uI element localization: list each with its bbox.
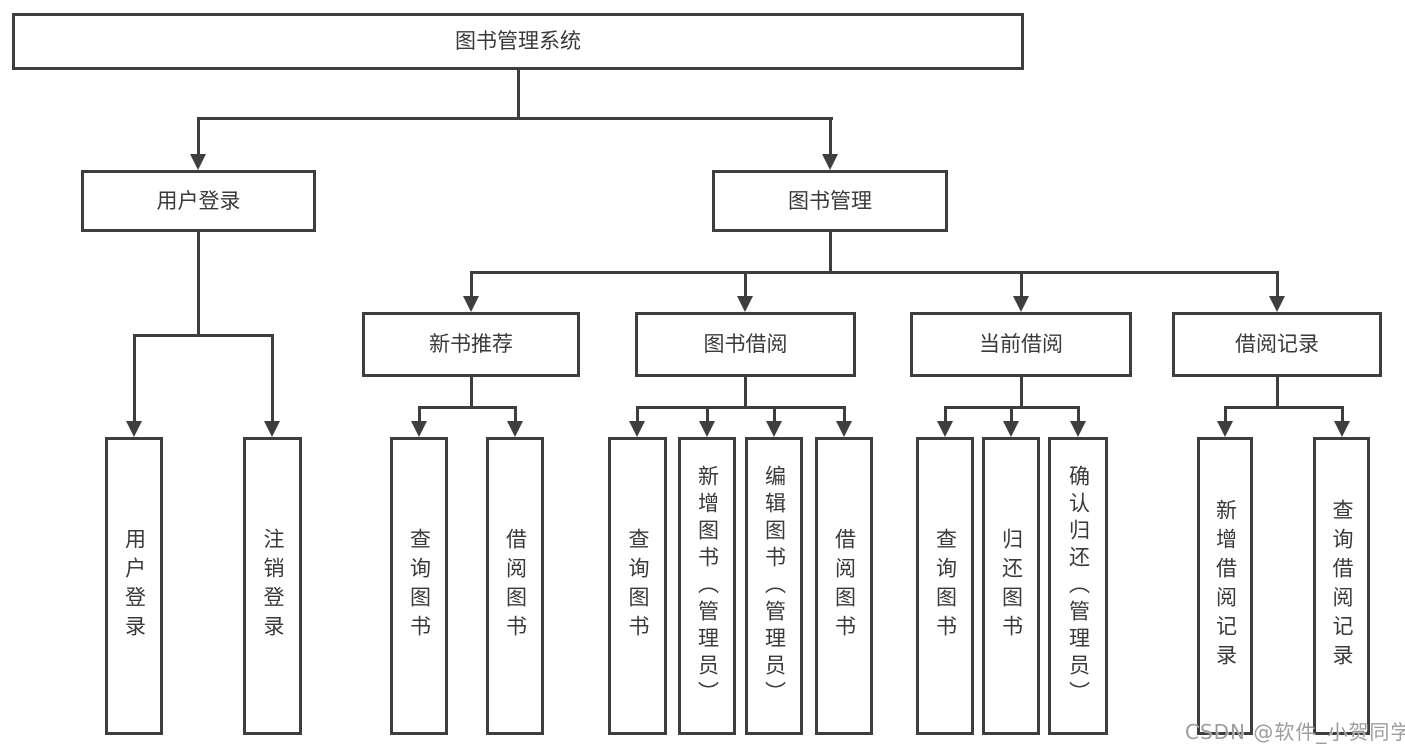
connector-line bbox=[470, 377, 473, 409]
connector-line bbox=[418, 406, 516, 409]
node-book-mgmt: 图书管理 bbox=[712, 170, 948, 232]
connector-line bbox=[706, 406, 709, 423]
connector-line bbox=[197, 117, 833, 120]
arrowhead-down-icon bbox=[411, 421, 427, 437]
leaf-logout: 注销登录 bbox=[243, 437, 302, 735]
arrowhead-down-icon bbox=[1334, 421, 1350, 437]
node-root: 图书管理系统 bbox=[12, 13, 1024, 70]
arrowhead-down-icon bbox=[737, 296, 753, 312]
connector-line bbox=[517, 69, 520, 118]
connector-line bbox=[470, 271, 1278, 274]
arrowhead-down-icon bbox=[629, 421, 645, 437]
leaf-br-add-record: 新增借阅记录 bbox=[1197, 437, 1253, 735]
connector-line bbox=[636, 406, 845, 409]
connector-line bbox=[744, 271, 747, 298]
arrowhead-down-icon bbox=[264, 421, 280, 437]
leaf-user-login: 用户登录 bbox=[105, 437, 163, 735]
connector-line bbox=[1020, 377, 1023, 409]
leaf-rec-borrow-book: 借阅图书 bbox=[486, 437, 544, 735]
arrowhead-down-icon bbox=[937, 421, 953, 437]
csdn-watermark: CSDN @软件_小贺同学 bbox=[1185, 720, 1405, 744]
leaf-bb-add-book: 新增图书（管理员） bbox=[678, 437, 736, 735]
connector-line bbox=[197, 232, 200, 336]
arrowhead-down-icon bbox=[1003, 421, 1019, 437]
leaf-cb-return-book: 归还图书 bbox=[982, 437, 1040, 735]
connector-line bbox=[197, 117, 200, 156]
arrowhead-down-icon bbox=[1013, 296, 1029, 312]
connector-line bbox=[133, 334, 136, 423]
arrowhead-down-icon bbox=[699, 421, 715, 437]
arrowhead-down-icon bbox=[190, 154, 206, 170]
leaf-bb-query-book: 查询图书 bbox=[608, 437, 667, 735]
arrowhead-down-icon bbox=[822, 154, 838, 170]
connector-line bbox=[514, 406, 517, 423]
arrowhead-down-icon bbox=[126, 421, 142, 437]
arrowhead-down-icon bbox=[1269, 296, 1285, 312]
node-user-login: 用户登录 bbox=[81, 170, 316, 232]
connector-line bbox=[470, 271, 473, 298]
connector-line bbox=[744, 377, 747, 409]
arrowhead-down-icon bbox=[1217, 421, 1233, 437]
connector-line bbox=[829, 232, 832, 274]
node-borrow-record: 借阅记录 bbox=[1172, 312, 1382, 377]
node-book-borrow: 图书借阅 bbox=[635, 312, 856, 377]
arrowhead-down-icon bbox=[766, 421, 782, 437]
connector-line bbox=[1276, 377, 1279, 409]
node-current-borrow: 当前借阅 bbox=[910, 312, 1132, 377]
node-new-book-rec: 新书推荐 bbox=[362, 312, 580, 377]
arrowhead-down-icon bbox=[1070, 421, 1086, 437]
connector-line bbox=[1341, 406, 1344, 423]
connector-line bbox=[636, 406, 639, 423]
connector-line bbox=[843, 406, 846, 423]
connector-line bbox=[1077, 406, 1080, 423]
leaf-bb-borrow-book: 借阅图书 bbox=[815, 437, 873, 735]
arrowhead-down-icon bbox=[836, 421, 852, 437]
leaf-br-query-record: 查询借阅记录 bbox=[1313, 437, 1370, 735]
connector-line bbox=[1276, 271, 1279, 298]
connector-line bbox=[418, 406, 421, 423]
connector-line bbox=[944, 406, 947, 423]
arrowhead-down-icon bbox=[463, 296, 479, 312]
connector-line bbox=[271, 334, 274, 423]
leaf-bb-edit-book: 编辑图书（管理员） bbox=[745, 437, 803, 735]
leaf-cb-query-book: 查询图书 bbox=[916, 437, 974, 735]
leaf-cb-confirm-return: 确认归还（管理员） bbox=[1048, 437, 1108, 735]
connector-line bbox=[773, 406, 776, 423]
connector-line bbox=[1020, 271, 1023, 298]
leaf-rec-query-book: 查询图书 bbox=[390, 437, 448, 735]
connector-line bbox=[133, 334, 274, 337]
connector-line bbox=[1010, 406, 1013, 423]
connector-line bbox=[1224, 406, 1343, 409]
connector-line bbox=[829, 117, 832, 156]
connector-line bbox=[1224, 406, 1227, 423]
arrowhead-down-icon bbox=[507, 421, 523, 437]
